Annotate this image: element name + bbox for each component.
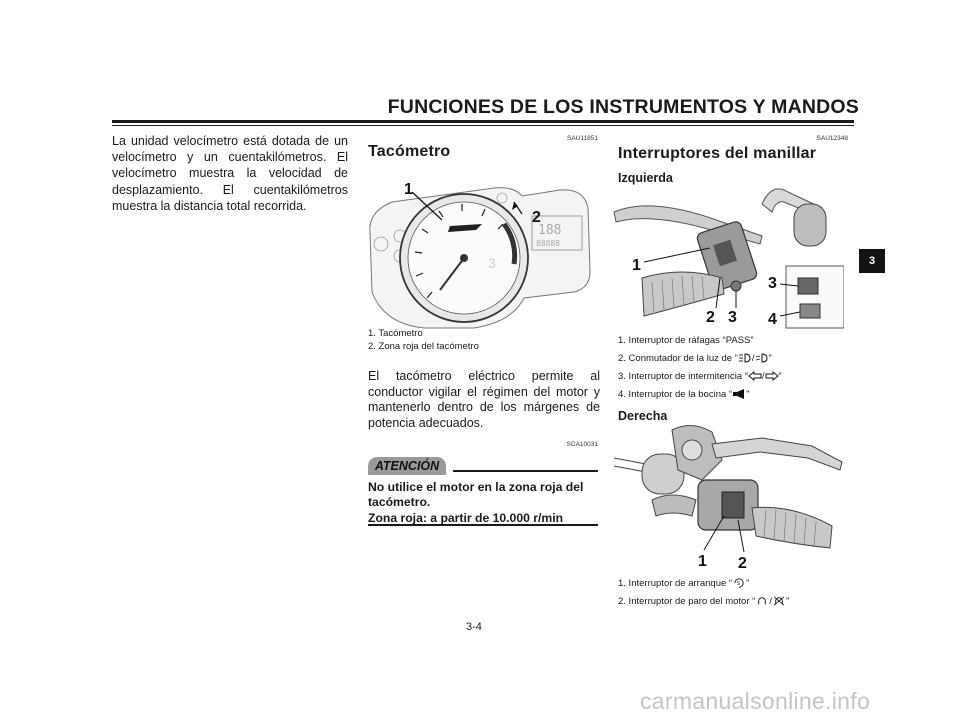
start-icon: S <box>734 578 744 589</box>
right-caption-2-text: 2. Interruptor de paro del motor “ <box>618 596 756 607</box>
svg-text:S: S <box>737 582 740 588</box>
page-header-title: FUNCIONES DE LOS INSTRUMENTOS Y MANDOS <box>387 96 859 118</box>
page-number: 3-4 <box>466 621 482 633</box>
tachometer-figure-label-1: 1 <box>404 181 413 198</box>
left-caption-3: 3. Interruptor de intermitencia “ / ” <box>618 371 782 384</box>
svg-text:3: 3 <box>488 255 496 271</box>
engine-run-icon <box>758 597 767 605</box>
intro-paragraph: La unidad velocímetro está dotada de un … <box>112 134 348 213</box>
right-caption-1-close: ” <box>746 578 750 589</box>
left-caption-2: 2. Conmutador de la luz de “ / ” <box>618 353 772 366</box>
high-beam-icon <box>738 353 751 363</box>
engine-stop-icon <box>773 596 785 606</box>
caution-bottom-rule <box>368 524 598 526</box>
left-caption-4-close: ” <box>746 389 750 400</box>
tachometer-figure-label-2: 2 <box>532 209 541 226</box>
header-rule <box>112 120 854 123</box>
low-beam-icon <box>755 353 768 363</box>
left-caption-2-text: 2. Conmutador de la luz de “ <box>618 353 738 364</box>
left-figure-label-3: 3 <box>728 309 737 326</box>
caution-code: SCA10031 <box>566 441 598 448</box>
left-figure-label-4: 4 <box>768 311 777 328</box>
left-caption-4-text: 4. Interruptor de la bocina “ <box>618 389 733 400</box>
right-heading: Derecha <box>618 409 668 423</box>
switches-heading: Interruptores del manillar <box>618 145 817 162</box>
tachometer-figure: 188 88888 3 1 2 <box>369 181 591 329</box>
section-code-tachometer: SAU11851 <box>567 135 598 142</box>
right-caption-2: 2. Interruptor de paro del motor “ / ” <box>618 596 789 609</box>
caption-red-zone: 2. Zona roja del tacómetro <box>368 341 479 352</box>
left-caption-3-close: ” <box>778 371 782 382</box>
left-figure-label-1: 1 <box>632 257 641 274</box>
caution-badge: ATENCIÓN <box>368 457 446 475</box>
right-handlebar-figure: 1 2 <box>613 425 843 572</box>
chapter-tab: 3 <box>859 249 885 273</box>
header-rule-thin <box>112 125 854 126</box>
left-caption-2-sep: / <box>751 353 755 364</box>
tachometer-paragraph: El tacómetro eléctrico permite al conduc… <box>368 369 600 430</box>
watermark: carmanualsonline.info <box>640 688 871 714</box>
right-caption-1: 1. Interruptor de arranque “ S ” <box>618 578 749 591</box>
horn-icon <box>733 389 745 400</box>
caution-rule <box>453 470 598 472</box>
left-caption-1: 1. Interruptor de ráfagas “PASS” <box>618 335 754 348</box>
section-code-switches: SAU12348 <box>816 135 848 142</box>
left-caption-3-sep: / <box>761 371 765 382</box>
caption-tachometer: 1. Tacómetro <box>368 328 423 339</box>
right-caption-1-text: 1. Interruptor de arranque “ <box>618 578 733 589</box>
right-figure-label-1: 1 <box>698 553 707 570</box>
turn-right-icon <box>765 371 779 382</box>
left-caption-4: 4. Interruptor de la bocina “ ” <box>618 389 749 402</box>
turn-left-icon <box>748 371 762 382</box>
left-caption-3-text: 3. Interruptor de intermitencia “ <box>618 371 748 382</box>
left-caption-1-text: 1. Interruptor de ráfagas “PASS” <box>618 335 754 346</box>
caution-line-1: No utilice el motor en la zona roja del … <box>368 480 584 510</box>
right-caption-2-sep: / <box>769 596 772 607</box>
right-caption-2-close: ” <box>785 596 790 607</box>
left-heading: Izquierda <box>618 171 673 185</box>
left-figure-label-2: 2 <box>706 309 715 326</box>
left-caption-2-close: ” <box>768 353 772 364</box>
svg-text:88888: 88888 <box>536 239 560 248</box>
left-figure-label-3b: 3 <box>768 275 777 292</box>
svg-text:188: 188 <box>538 223 561 238</box>
right-figure-label-2: 2 <box>738 555 747 572</box>
left-handlebar-figure: 1 2 3 3 4 <box>613 188 844 329</box>
caution-text: No utilice el motor en la zona roja del … <box>368 480 600 526</box>
caution-line-2: Zona roja: a partir de 10.000 r/min <box>368 510 564 525</box>
tachometer-heading: Tacómetro <box>368 143 451 160</box>
